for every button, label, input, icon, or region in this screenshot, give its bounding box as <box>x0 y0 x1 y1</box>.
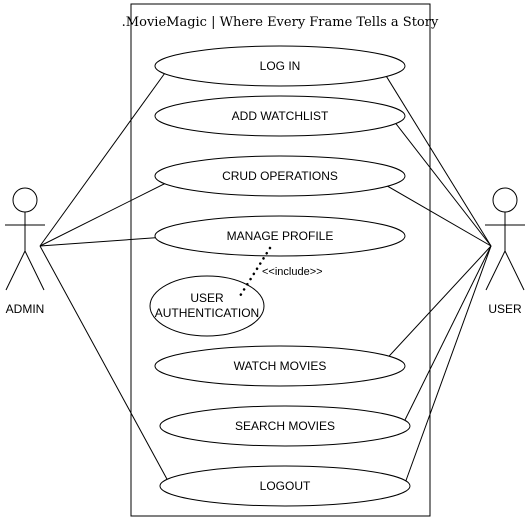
system-title: .MovieMagic | Where Every Frame Tells a … <box>122 15 439 30</box>
user-logout-association <box>403 245 492 487</box>
user-login-association <box>379 65 492 247</box>
user-actor-head <box>492 187 518 213</box>
system-boundary-rect <box>130 3 431 517</box>
use-case-search-movies-ellipse[interactable] <box>159 405 411 447</box>
associations <box>39 65 492 493</box>
admin-crud-association <box>39 175 181 247</box>
use-case-user-authentication-label-line1: USER <box>190 291 224 305</box>
use-case-login[interactable]: LOG IN <box>154 45 406 87</box>
use-case-logout[interactable]: LOGOUT <box>159 465 411 507</box>
use-case-login-ellipse[interactable] <box>154 45 406 87</box>
admin-actor[interactable]: ADMIN <box>5 187 45 316</box>
admin-actor-right-leg <box>24 250 45 291</box>
use-case-user-authentication-ellipse[interactable] <box>149 275 265 337</box>
system-boundary: .MovieMagic | Where Every Frame Tells a … <box>122 3 439 517</box>
user-watch-movies-association <box>379 245 492 367</box>
use-case-search-movies-label: SEARCH MOVIES <box>235 419 335 433</box>
use-case-add-watchlist[interactable]: ADD WATCHLIST <box>154 95 406 137</box>
use-case-watch-movies-ellipse[interactable] <box>154 345 406 387</box>
use-case-search-movies[interactable]: SEARCH MOVIES <box>159 405 411 447</box>
use-case-manage-profile-label: MANAGE PROFILE <box>227 229 334 243</box>
user-actor-left-leg <box>485 250 506 291</box>
admin-actor-head <box>12 187 38 213</box>
use-case-watch-movies-label: WATCH MOVIES <box>234 359 327 373</box>
admin-actor-left-leg <box>5 250 26 291</box>
admin-logout-association <box>39 245 175 493</box>
user-add-watchlist-association <box>389 115 492 247</box>
use-case-watch-movies[interactable]: WATCH MOVIES <box>154 345 406 387</box>
admin-login-association <box>39 65 171 247</box>
user-actor[interactable]: USER <box>485 187 525 316</box>
user-actor-right-leg <box>504 250 525 291</box>
use-case-logout-ellipse[interactable] <box>159 465 411 507</box>
use-case-user-authentication-label-line2: AUTHENTICATION <box>155 306 259 320</box>
use-case-manage-profile[interactable]: MANAGE PROFILE <box>154 215 406 257</box>
user-search-movies-association <box>401 245 492 427</box>
use-case-add-watchlist-label: ADD WATCHLIST <box>232 109 329 123</box>
use-case-user-authentication[interactable]: USER AUTHENTICATION <box>149 275 265 337</box>
use-case-crud-ellipse[interactable] <box>154 155 406 197</box>
user-crud-association <box>369 175 492 247</box>
use-case-crud-operations[interactable]: CRUD OPERATIONS <box>154 155 406 197</box>
include-relation: <<include>> <box>238 246 323 298</box>
user-actor-label: USER <box>488 302 522 316</box>
use-case-add-watchlist-ellipse[interactable] <box>154 95 406 137</box>
admin-actor-label: ADMIN <box>6 302 45 316</box>
use-case-login-label: LOG IN <box>260 59 301 73</box>
use-case-crud-label: CRUD OPERATIONS <box>222 169 338 183</box>
use-case-logout-label: LOGOUT <box>260 479 311 493</box>
use-case-manage-profile-ellipse[interactable] <box>154 215 406 257</box>
include-label: <<include>> <box>262 266 323 278</box>
